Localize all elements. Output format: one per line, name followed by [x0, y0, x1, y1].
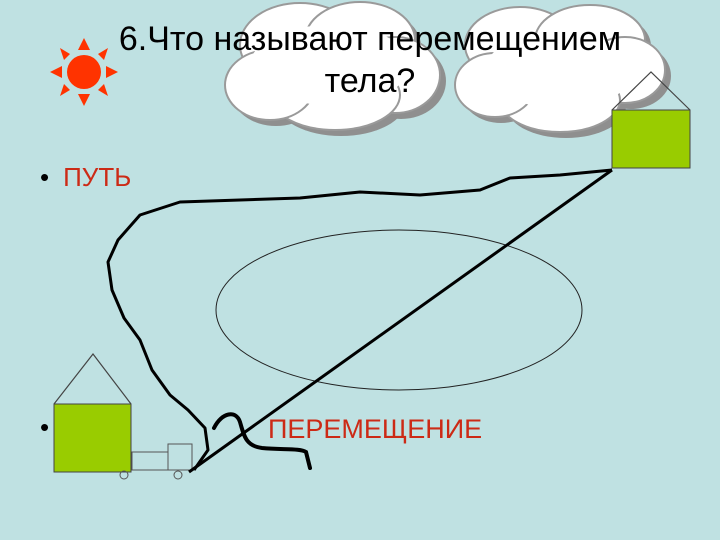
squiggle-line: [212, 412, 312, 470]
title-line-1: 6.Что называют перемещением: [118, 20, 622, 58]
vehicle-icon: [119, 443, 193, 480]
bullet-item-path: • ПУТЬ: [40, 162, 131, 193]
house-icon: [611, 71, 691, 169]
slide-title: 6.Что называют перемещением тела?: [40, 18, 700, 102]
house-icon: [53, 353, 132, 473]
cloud-icon: [454, 4, 671, 138]
sun-icon: [50, 38, 118, 106]
title-line-2: тела?: [324, 62, 416, 100]
displacement-label: ПЕРЕМЕЩЕНИЕ: [268, 414, 483, 444]
bullet-marker: •: [40, 162, 50, 192]
path-line: [106, 168, 613, 471]
displacement-line: [188, 168, 613, 474]
bullet-marker: •: [40, 412, 50, 442]
ellipse-shape: [215, 229, 583, 391]
bullet-item-empty: •: [40, 412, 49, 443]
cloud-icon: [224, 1, 446, 136]
path-label: ПУТЬ: [63, 162, 132, 192]
